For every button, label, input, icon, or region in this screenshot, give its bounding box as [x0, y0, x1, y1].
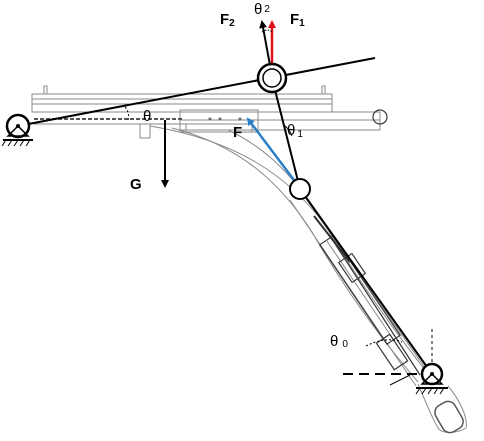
- label-f: F: [233, 124, 242, 141]
- label-theta2-sub: 2: [264, 4, 270, 15]
- inclined-reference-line: [17, 57, 376, 127]
- link-top-to-middle: [271, 77, 301, 190]
- label-g: G: [130, 176, 142, 193]
- label-theta: θ: [143, 108, 151, 125]
- theta-arc: [124, 106, 130, 121]
- geometry-lines: [17, 57, 433, 375]
- rope-middle-to-lower: [299, 188, 433, 375]
- label-f2: F2: [220, 11, 235, 29]
- f-arrow: [246, 117, 301, 189]
- theta2-arc: [261, 29, 273, 33]
- label-f1-sub: 1: [299, 18, 305, 29]
- middle-pulley: [289, 178, 311, 200]
- theta1-arc: [283, 124, 293, 137]
- theta0-arc: [365, 339, 403, 347]
- label-theta1-sub: 1: [297, 129, 303, 140]
- label-f2-sub: 2: [229, 18, 235, 29]
- label-f1: F1: [290, 11, 305, 29]
- top-pulley: [256, 62, 288, 94]
- angle-marks: [124, 106, 433, 386]
- boom-structure: [31, 85, 467, 434]
- left-pivot: [1, 113, 33, 147]
- lower-pivot: [415, 362, 448, 395]
- theta0-small-arrow: [389, 374, 411, 386]
- label-theta0-sub: 0: [342, 339, 348, 350]
